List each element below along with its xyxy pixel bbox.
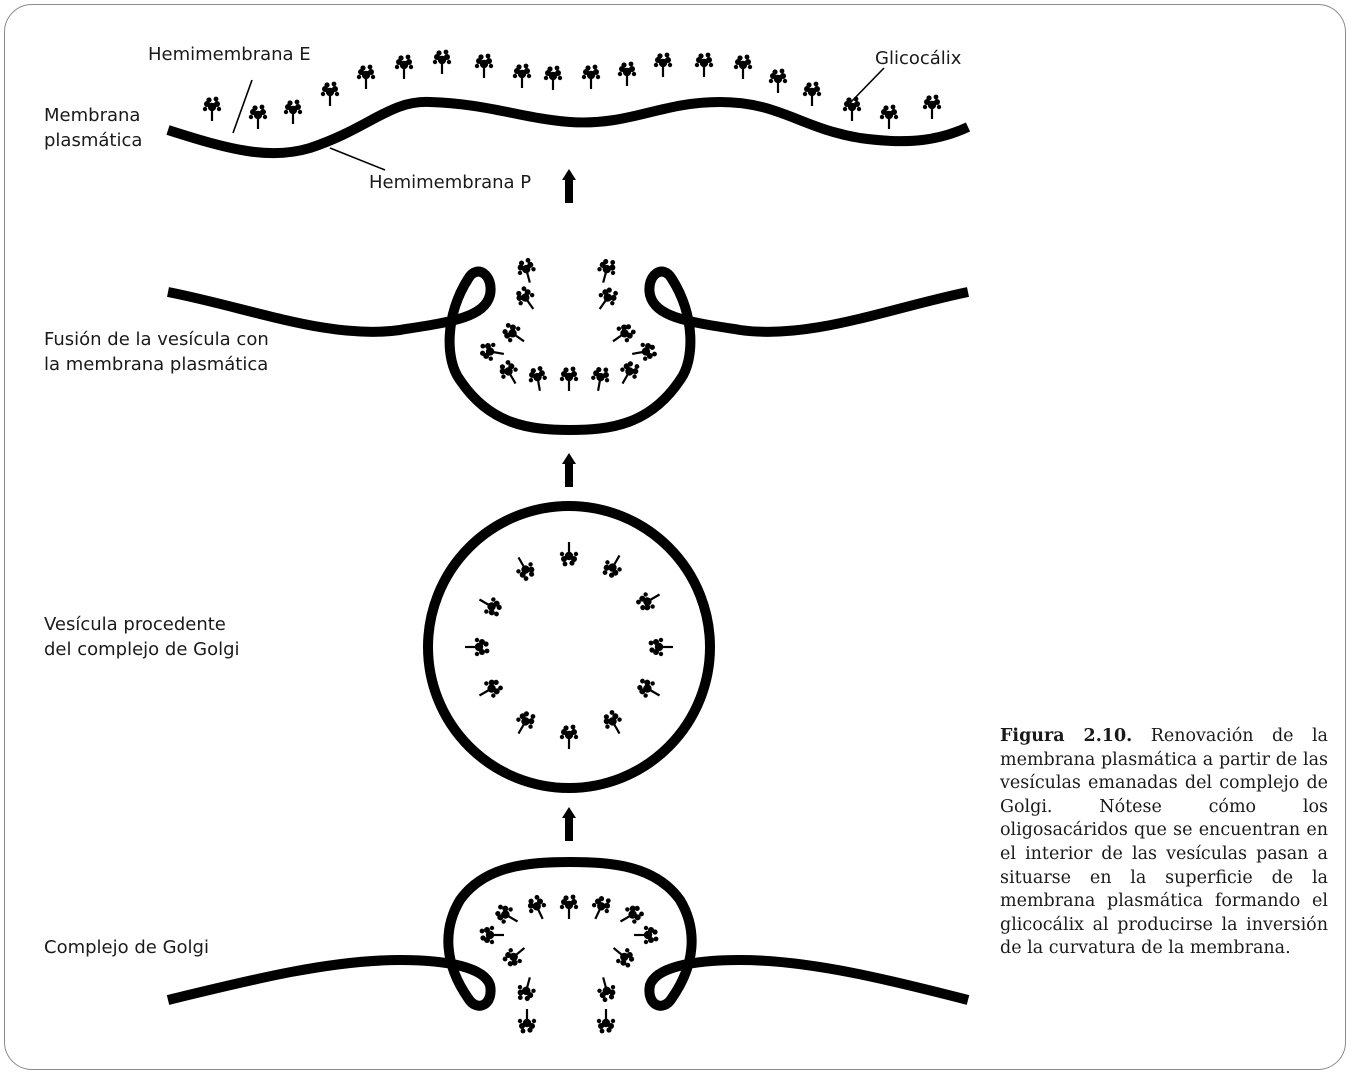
figure-number: Figura 2.10. [1000,726,1132,746]
label-golgi: Complejo de Golgi [44,937,209,958]
hemimembrana-e-pointer [233,80,252,133]
label-fusion-2: la membrana plasmática [44,354,268,375]
arrow-up-icon [562,453,576,487]
arrow-up-icon [562,169,576,203]
label-hemimembrana-p: Hemimembrana P [369,172,531,193]
glycocalyx-top [203,50,941,129]
glycocalyx-golgi [480,893,659,1033]
figure-caption: Figura 2.10. Renovación de la membrana p… [1000,725,1328,961]
label-hemimembrana-e: Hemimembrana E [148,44,311,65]
label-membrana-1: Membrana [44,105,140,126]
caption-text: Renovación de la membrana plasmática a p… [1000,726,1328,958]
label-vesicula-2: del complejo de Golgi [44,639,240,660]
glycocalyx-vesicle [465,542,673,749]
glicocalix-pointer [850,68,884,103]
arrow-up-icon [562,807,576,841]
label-glicocalix: Glicocálix [875,48,962,69]
label-membrana-2: plasmática [44,130,142,151]
hemimembrana-p-pointer [330,148,385,170]
glycocalyx-fusion [478,257,658,393]
fusion-membrane [168,272,968,430]
label-vesicula-1: Vesícula procedente [44,614,226,635]
label-fusion-1: Fusión de la vesícula con [44,329,269,350]
golgi-membrane [168,862,968,1006]
